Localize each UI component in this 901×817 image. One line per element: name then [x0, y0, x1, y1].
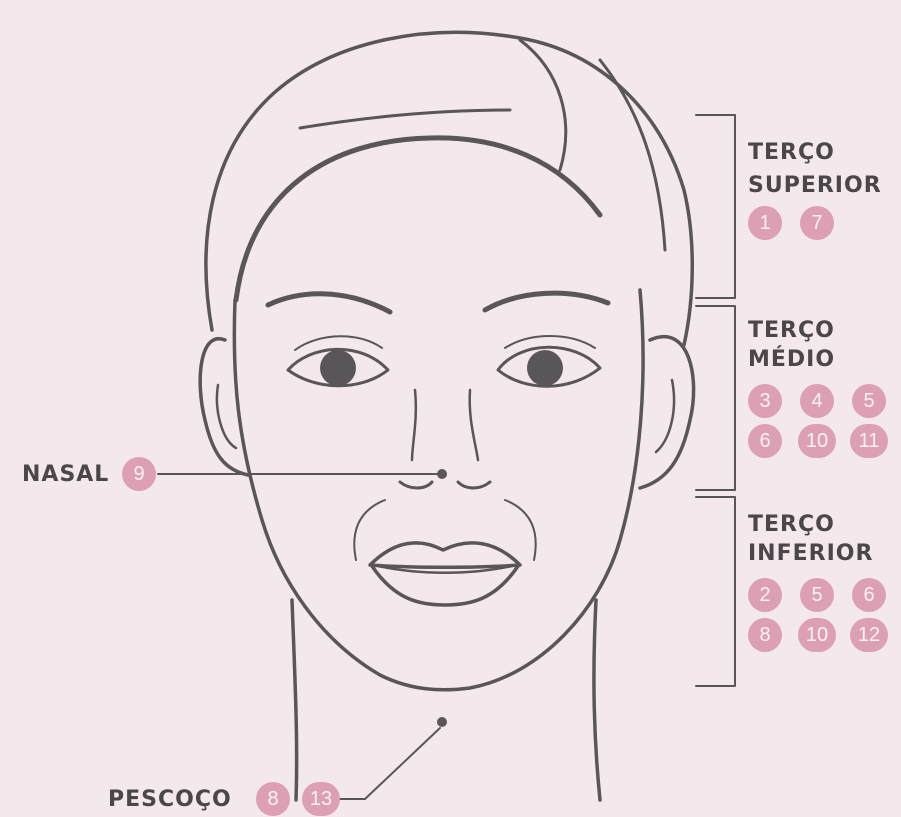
neck-badge-1: 8	[256, 782, 290, 816]
bracket-lower	[696, 497, 735, 686]
lower-third-title-line2: INFERIOR	[748, 541, 873, 567]
middle-badge-1: 3	[748, 384, 782, 418]
bracket-middle	[696, 306, 735, 490]
middle-third-title-line1: TERÇO	[748, 318, 835, 344]
middle-badge-4: 6	[748, 424, 782, 458]
eyebrow-left	[268, 294, 390, 312]
hair-strand-right	[600, 60, 665, 250]
lower-badge-2: 5	[800, 578, 834, 612]
nasal-badge: 9	[122, 457, 156, 491]
middle-badge-2: 4	[800, 384, 834, 418]
upper-badge-2: 7	[800, 206, 834, 240]
hair-sweep	[236, 138, 600, 300]
hair-part	[300, 110, 510, 128]
ear-left	[200, 339, 248, 475]
upper-badge-1: 1	[748, 206, 782, 240]
lower-badge-4: 8	[748, 618, 782, 652]
middle-badge-6: 11	[850, 424, 888, 458]
lower-badge-1: 2	[748, 578, 782, 612]
nasal-point	[437, 469, 447, 479]
neck-leader-line	[338, 728, 440, 799]
middle-badge-3: 5	[852, 384, 886, 418]
nostril-left	[400, 482, 432, 488]
nasolabial-left	[354, 500, 385, 560]
neck-badge-2: 13	[302, 782, 340, 816]
lower-badge-3: 6	[852, 578, 886, 612]
lower-badge-5: 10	[798, 618, 836, 652]
nasolabial-right	[505, 500, 536, 560]
neck-point	[437, 717, 447, 727]
pupil-right	[527, 350, 563, 386]
pupil-left	[320, 350, 356, 386]
ear-right-inner	[656, 380, 674, 452]
eyebrow-right	[485, 293, 608, 310]
nasal-label: NASAL	[22, 462, 109, 488]
middle-badge-5: 10	[798, 424, 836, 458]
hair-strand	[520, 40, 566, 170]
ear-right	[640, 337, 694, 488]
nostril-right	[458, 482, 490, 488]
lower-third-title-line1: TERÇO	[748, 512, 835, 538]
upper-lip	[370, 543, 520, 567]
neck-right	[594, 600, 600, 800]
ear-left-inner	[217, 385, 236, 448]
nose-bridge-right	[470, 390, 478, 460]
upper-third-title-line1: TERÇO	[748, 140, 835, 166]
upper-third-title-line2: SUPERIOR	[748, 173, 882, 199]
lower-badge-6: 12	[850, 618, 888, 652]
bracket-upper	[696, 115, 735, 298]
neck-label: PESCOÇO	[108, 787, 232, 813]
nose-bridge-left	[412, 390, 416, 460]
middle-third-title-line2: MÉDIO	[748, 347, 835, 373]
neck-left	[292, 600, 297, 800]
